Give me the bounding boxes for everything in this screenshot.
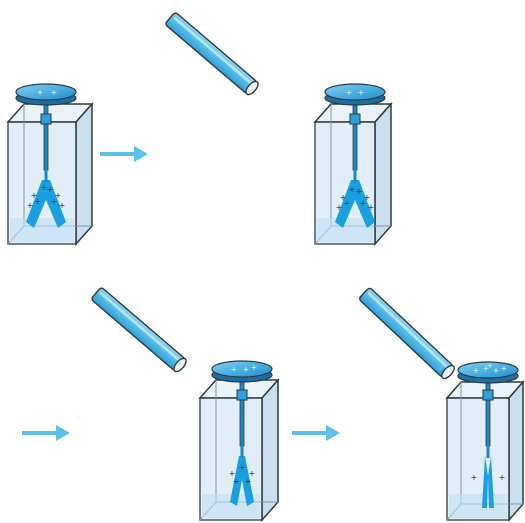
electroscope-4-disk-charge-3: + bbox=[501, 364, 508, 373]
electroscope-3-stem bbox=[239, 376, 245, 447]
electroscope-2-leaf-charge-2: + bbox=[344, 199, 351, 208]
electroscope-2-leaf-charge-5: + bbox=[360, 199, 367, 208]
electroscope-1-leaf-charge-0: + bbox=[31, 191, 38, 200]
electroscope-1-leaf-charge-2: + bbox=[35, 197, 42, 206]
electroscope-1-disk-charge-0: + bbox=[37, 88, 44, 97]
electroscope-3-leaf-left bbox=[230, 456, 242, 506]
arrow-3 bbox=[292, 425, 340, 441]
electroscope-1: ++++++++++ bbox=[6, 83, 94, 246]
electroscope-4-side-face bbox=[508, 380, 524, 522]
electroscope-2-leaf-charge-0: + bbox=[340, 193, 347, 202]
charged-rod-3-shine bbox=[367, 292, 449, 369]
charged-rod-2-cylinder bbox=[91, 287, 185, 371]
electroscope-3-disk bbox=[211, 360, 273, 378]
electroscope-3-leaf-charge-0: + bbox=[229, 469, 236, 478]
charged-rod-3-cylinder bbox=[359, 287, 453, 378]
electroscope-4: +++++++ bbox=[445, 361, 525, 522]
charged-rod-1-end-cap bbox=[245, 80, 259, 96]
electroscope-2-disk-charge-0: + bbox=[346, 88, 353, 97]
electroscope-2: ++++++++++ bbox=[313, 83, 393, 246]
electroscope-1-disk-charge-1: + bbox=[51, 88, 58, 97]
electroscope-1-leaves bbox=[26, 180, 66, 228]
charged-rod-1 bbox=[165, 12, 259, 96]
charged-rod-2-shine bbox=[99, 292, 181, 362]
electroscope-4-leaf-charge-1: + bbox=[499, 473, 506, 482]
electroscope-1-leaf-charge-1: + bbox=[27, 201, 34, 210]
electroscope-4-disk-charge-1: + bbox=[483, 364, 490, 373]
electroscope-1-leaf-charge-6: + bbox=[41, 183, 48, 192]
electroscope-2-stem bbox=[352, 99, 358, 171]
electroscope-1-leaf-charge-4: + bbox=[59, 201, 66, 210]
electroscope-2-leaf-charge-1: + bbox=[336, 203, 343, 212]
electroscope-4-leaf-charge-0: + bbox=[471, 473, 478, 482]
electroscope-4-leaves bbox=[482, 456, 494, 508]
electroscope-2-leaf-charge-6: + bbox=[349, 185, 356, 194]
electroscope-1-stem bbox=[43, 99, 49, 171]
electroscope-3-leaf-charge-1: + bbox=[233, 477, 240, 486]
electroscope-2-disk bbox=[324, 83, 386, 101]
electroscope-1-side-face bbox=[75, 102, 93, 246]
electroscope-3-leaf-right bbox=[242, 456, 254, 506]
electroscope-3-leaf-charge-2: + bbox=[249, 469, 256, 478]
arrow-2-head bbox=[56, 425, 70, 441]
electroscope-4-disk-charge-4: + bbox=[487, 361, 494, 370]
electroscope-2-disk-charge-1: + bbox=[358, 88, 365, 97]
electroscope-2-leaf-charge-7: + bbox=[356, 187, 363, 196]
electroscope-1-disk bbox=[15, 83, 77, 101]
electroscope-1-leaf-right bbox=[46, 180, 66, 228]
electroscope-2-leaf-left bbox=[335, 180, 355, 228]
electroscope-4-base-shade bbox=[449, 494, 507, 518]
charged-rod-1-cylinder bbox=[165, 12, 257, 94]
charged-rod-2 bbox=[91, 287, 187, 373]
electroscope-3-side-face bbox=[261, 378, 279, 522]
electroscope-4-disk bbox=[457, 361, 519, 379]
charged-rod-3-end-cap bbox=[441, 364, 455, 380]
arrow-1-head bbox=[134, 146, 148, 162]
electroscope-1-leaf-charge-5: + bbox=[51, 197, 58, 206]
electroscope-4-plug bbox=[482, 389, 494, 401]
electroscope-2-leaf-charge-3: + bbox=[364, 193, 371, 202]
electroscope-3-leaf-charge-4: + bbox=[239, 463, 246, 472]
electroscope-2-plug bbox=[349, 113, 361, 125]
charged-rod-2-end-cap bbox=[173, 357, 187, 373]
electroscope-2-leaves bbox=[335, 180, 375, 228]
electroscope-4-stem bbox=[485, 377, 491, 447]
electroscope-1-leaf-charge-7: + bbox=[47, 185, 54, 194]
charged-rod-3-body bbox=[359, 287, 455, 380]
electroscope-4-leaf-right bbox=[488, 456, 494, 508]
electroscope-3-disk-charge-1: + bbox=[243, 365, 250, 374]
electroscope-2-leaf-right bbox=[355, 180, 375, 228]
electroscope-2-side-face bbox=[374, 102, 392, 246]
charged-rod-3 bbox=[359, 287, 455, 380]
electroscope-3-plug bbox=[236, 389, 248, 401]
electroscope-3-disk-charge-0: + bbox=[231, 365, 238, 374]
electroscope-3-disk-charge-2: + bbox=[251, 363, 258, 372]
electroscope-1-leaf-charge-3: + bbox=[55, 191, 62, 200]
electroscope-4-leaf-left bbox=[482, 456, 488, 508]
electroscope-1-plug bbox=[40, 113, 52, 125]
electroscope-3-leaf-charge-3: + bbox=[245, 477, 252, 486]
arrow-3-head bbox=[326, 425, 340, 441]
electroscope-4-disk-charge-2: + bbox=[493, 366, 500, 375]
electroscope-4-disk-charge-0: + bbox=[473, 366, 480, 375]
charged-rod-2-body bbox=[91, 287, 187, 373]
electroscope-2-leaf-charge-4: + bbox=[368, 203, 375, 212]
electroscope-1-leaf-left bbox=[26, 180, 46, 228]
electroscope-3-leaves bbox=[230, 456, 254, 506]
arrow-1 bbox=[100, 146, 148, 162]
charged-rod-1-shine bbox=[173, 17, 253, 85]
arrow-2 bbox=[22, 425, 70, 441]
charged-rod-1-body bbox=[165, 12, 259, 96]
electroscope-3: ++++++++ bbox=[198, 360, 280, 522]
